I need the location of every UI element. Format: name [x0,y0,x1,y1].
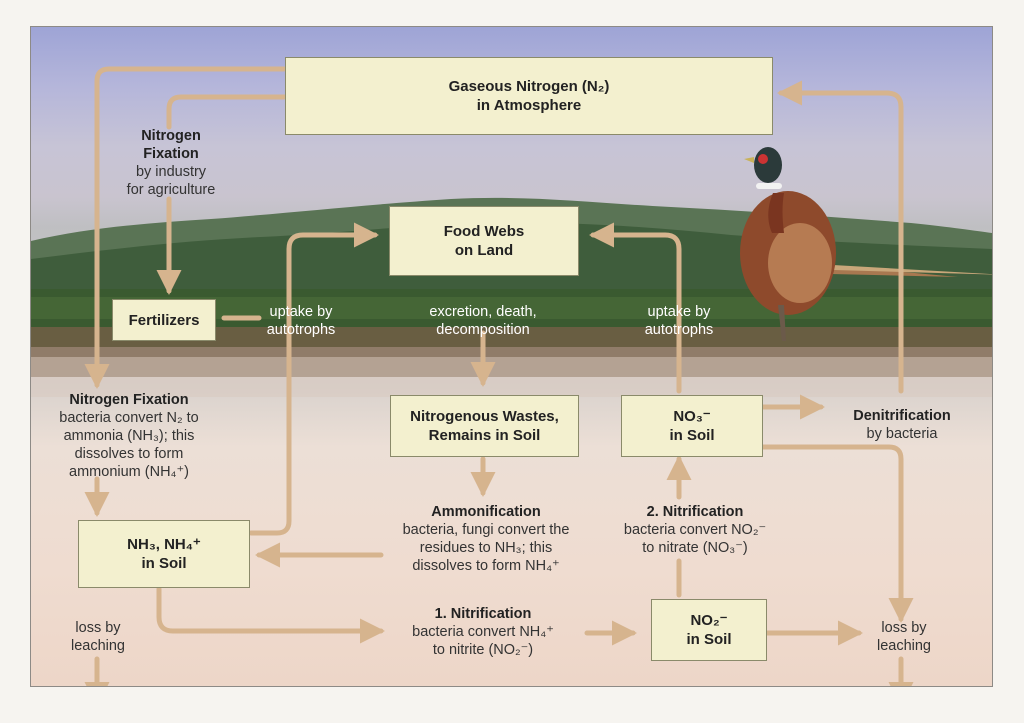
uptake-right-line-1: uptake by [647,304,711,320]
fertilizers-box: Fertilizers [112,299,216,341]
leaching-right-line-2: leaching [876,638,931,654]
landscape-scene [31,147,992,397]
denitrification-line-1: by bacteria [866,426,938,442]
no2-soil-box: NO₂⁻ in Soil [651,599,767,661]
no2-soil-line-1: NO₂⁻ [690,612,728,629]
fixation-bacteria-label: Nitrogen Fixation bacteria convert N₂ to… [31,391,227,481]
fixation-bacteria-line-4: ammonium (NH₄⁺) [69,464,189,480]
grass-highlight [31,297,992,319]
fixation-bacteria-line-2: ammonia (NH₃); this [63,428,195,444]
arrow-atmosphere-to-fixation-bacteria [84,66,287,390]
uptake-left-line-2: autotrophs [266,322,336,338]
pheasant-illustration [740,147,992,341]
arrow-atmosphere-to-fertilizers [166,94,287,130]
nh-soil-box: NH₃, NH₄⁺ in Soil [78,520,250,588]
excretion-line-1: excretion, death, [429,304,537,320]
fixation-industry-line-2: for agriculture [126,182,216,198]
fixation-industry-label: Nitrogen Fixation by industry for agricu… [101,127,241,199]
ammonification-line-2: residues to NH₃; this [419,540,553,556]
denitrification-title: Denitrification [853,408,951,424]
uptake-left-label: uptake by autotrophs [251,303,351,339]
atmosphere-line-1: Gaseous Nitrogen (N₂) [448,78,610,95]
uptake-right-line-2: autotrophs [644,322,714,338]
atmosphere-line-2: in Atmosphere [476,97,582,114]
nitrification1-label: 1. Nitrification bacteria convert NH₄⁺ t… [381,605,585,659]
fixation-bacteria-line-1: bacteria convert N₂ to [59,410,199,426]
nitrification1-title: 1. Nitrification [434,606,532,622]
no3-soil-line-2: in Soil [669,427,715,444]
fixation-bacteria-line-3: dissolves to form [74,446,184,462]
arrow-nh-soil-to-nitrification1 [156,586,386,644]
nh-soil-line-2: in Soil [141,555,187,572]
fixation-industry-line-1: by industry [135,164,207,180]
nitrogen-cycle-panel: Gaseous Nitrogen (N₂) in Atmosphere Food… [30,26,993,687]
soil-fade [31,357,992,397]
nh-soil-line-1: NH₃, NH₄⁺ [127,536,201,553]
nitrification2-line-2: to nitrate (NO₃⁻) [642,540,748,556]
ammonification-label: Ammonification bacteria, fungi convert t… [371,503,601,575]
arrow-denitrification-to-atmosphere [776,80,904,394]
food-webs-line-2: on Land [454,242,514,259]
nitrification2-label: 2. Nitrification bacteria convert NO₂⁻ t… [599,503,791,557]
no3-soil-box: NO₃⁻ in Soil [621,395,763,457]
arrow-no3-to-food-webs [588,222,682,394]
excretion-line-2: decomposition [436,322,530,338]
arrow-no3-to-leaching [760,444,914,624]
ammonification-title: Ammonification [431,504,541,520]
fixation-bacteria-title: Nitrogen Fixation [69,392,189,408]
uptake-left-line-1: uptake by [269,304,333,320]
leaching-right-label: loss by leaching [859,619,949,655]
fixation-industry-title-1: Nitrogen [141,128,201,144]
wastes-line-2: Remains in Soil [428,427,541,444]
nitrification2-line-1: bacteria convert NO₂⁻ [623,522,767,538]
wastes-box: Nitrogenous Wastes, Remains in Soil [390,395,579,457]
atmosphere-box: Gaseous Nitrogen (N₂) in Atmosphere [285,57,773,135]
food-webs-box: Food Webs on Land [389,206,579,276]
no3-soil-line-1: NO₃⁻ [673,408,711,425]
arrow-nh-soil-to-food-webs [248,222,380,536]
arrow-layer [84,66,914,686]
no2-soil-line-2: in Soil [686,631,732,648]
ammonification-line-1: bacteria, fungi convert the [402,522,570,538]
food-webs-line-1: Food Webs [443,223,525,240]
leaching-left-line-2: leaching [70,638,125,654]
wastes-line-1: Nitrogenous Wastes, [410,408,559,425]
nitrification1-line-1: bacteria convert NH₄⁺ [412,624,554,640]
nitrification2-title: 2. Nitrification [646,504,744,520]
fixation-industry-title-2: Fixation [143,146,199,162]
leaching-left-label: loss by leaching [53,619,143,655]
fertilizers-label: Fertilizers [128,311,200,329]
denitrification-label: Denitrification by bacteria [827,407,977,443]
excretion-label: excretion, death, decomposition [413,303,553,339]
ammonification-line-3: dissolves to form NH₄⁺ [412,558,560,574]
leaching-left-line-1: loss by [75,620,121,636]
nitrification1-line-2: to nitrite (NO₂⁻) [432,642,534,658]
uptake-right-label: uptake by autotrophs [629,303,729,339]
leaching-right-line-1: loss by [881,620,927,636]
